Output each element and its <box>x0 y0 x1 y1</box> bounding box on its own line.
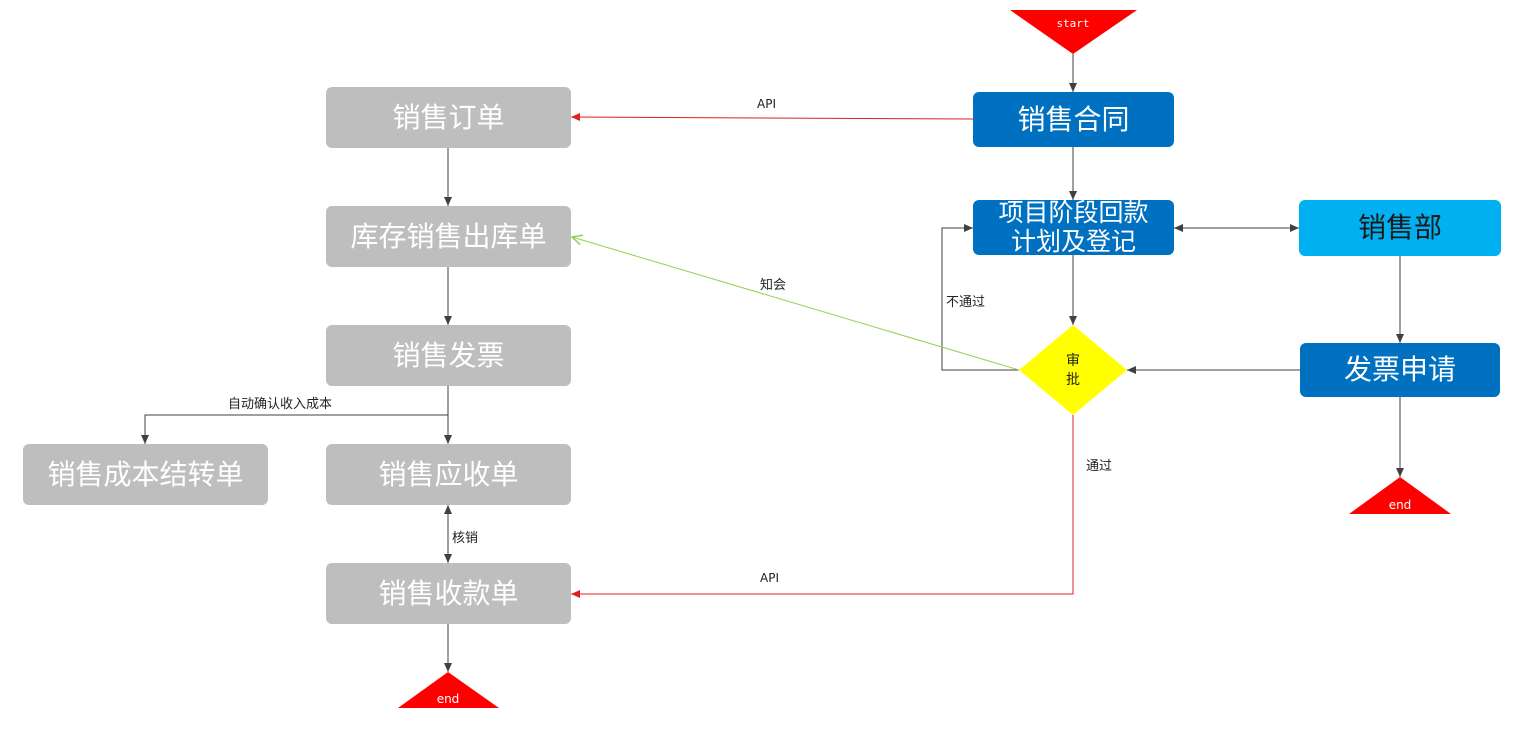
node-project-plan: 项目阶段回款计划及登记 <box>973 200 1174 255</box>
node-project-plan-label: 项目阶段回款计划及登记 <box>998 200 1149 255</box>
node-sales-dept: 销售部 <box>1299 200 1501 256</box>
node-receivable: 销售应收单 <box>326 444 571 505</box>
approval-decision: 审 批 <box>1019 325 1127 415</box>
end-left-label: end <box>437 692 460 706</box>
edge-label-write-off: 核销 <box>452 531 479 546</box>
approval-label-line1: 审 <box>1066 353 1080 369</box>
edge-label-api-top: API <box>757 97 776 111</box>
end-terminator-left: end <box>398 672 499 708</box>
connectors <box>141 54 1404 672</box>
node-invoice-request-label: 发票申请 <box>1343 353 1456 386</box>
end-terminator-right: end <box>1349 477 1451 514</box>
node-stock-out: 库存销售出库单 <box>326 206 571 267</box>
node-sales-contract: 销售合同 <box>973 92 1174 147</box>
api-connectors <box>570 113 1074 598</box>
node-stock-out-label: 库存销售出库单 <box>350 219 547 253</box>
edge-pass-to-receipt <box>571 415 1074 598</box>
edge-reject-loop <box>941 224 1019 371</box>
node-receipt-label: 销售收款单 <box>378 576 519 610</box>
node-cost-transfer: 销售成本结转单 <box>23 444 268 505</box>
edge-label-pass: 通过 <box>1086 459 1113 474</box>
node-receipt: 销售收款单 <box>326 563 571 624</box>
node-sales-order: 销售订单 <box>326 87 571 148</box>
node-sales-contract-label: 销售合同 <box>1017 102 1130 136</box>
edge-api-contract-to-order <box>570 113 974 122</box>
start-label: start <box>1056 17 1089 30</box>
edge-label-auto-confirm: 自动确认收入成本 <box>228 397 333 412</box>
end-right-label: end <box>1389 498 1412 512</box>
edge-label-notify: 知会 <box>760 278 787 293</box>
edge-label-api-bottom: API <box>760 571 779 585</box>
node-invoice-request: 发票申请 <box>1300 343 1500 397</box>
edge-label-reject: 不通过 <box>946 295 986 310</box>
approval-label-line2: 批 <box>1066 372 1080 388</box>
node-receivable-label: 销售应收单 <box>378 457 519 491</box>
node-cost-transfer-label: 销售成本结转单 <box>47 457 244 491</box>
node-sales-invoice-label: 销售发票 <box>392 338 505 372</box>
edge-notify-to-stockout <box>572 237 1020 371</box>
node-sales-invoice: 销售发票 <box>326 325 571 386</box>
node-sales-dept-label: 销售部 <box>1357 211 1442 244</box>
node-sales-order-label: 销售订单 <box>392 100 505 134</box>
start-terminator: start <box>1010 10 1137 54</box>
edge-invoice-to-cost-transfer <box>141 414 448 444</box>
